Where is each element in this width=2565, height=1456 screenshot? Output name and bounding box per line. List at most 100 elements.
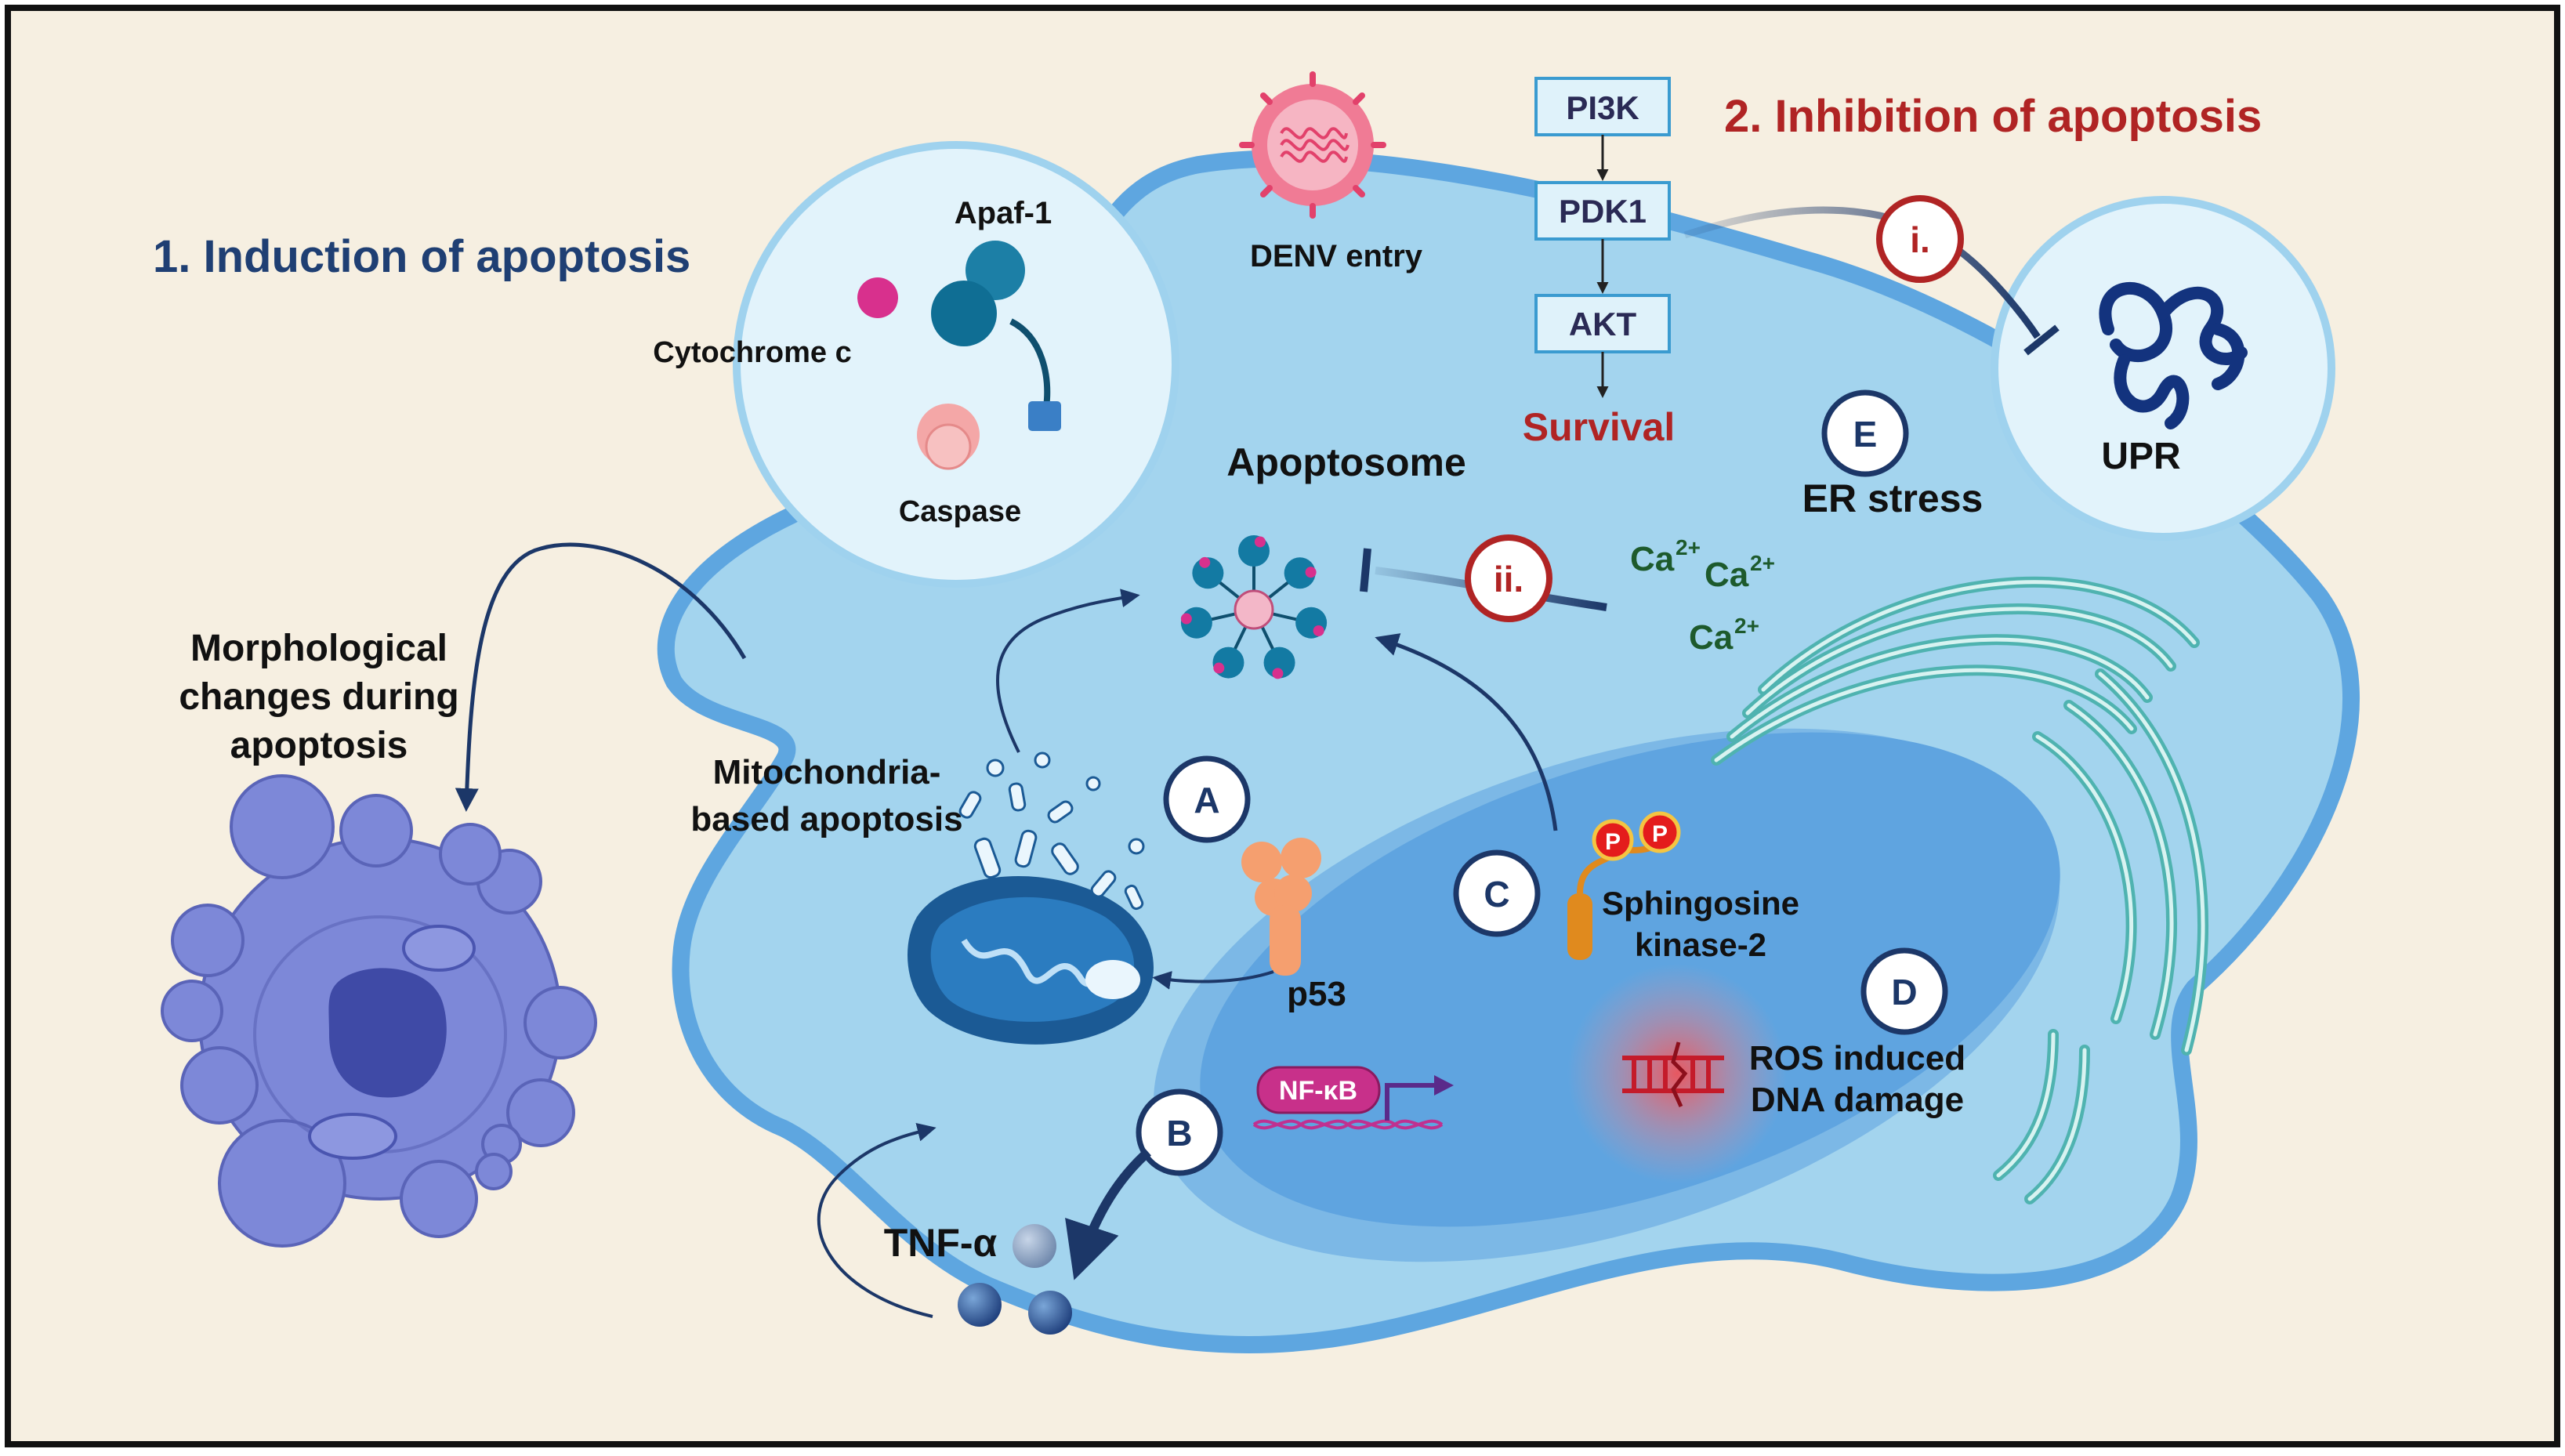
apoptotic-cell-organelles bbox=[253, 915, 507, 1160]
caspase-protein bbox=[917, 404, 980, 470]
cytochrome-c-dot bbox=[1213, 662, 1225, 674]
apaf1-label: Apaf-1 bbox=[955, 196, 1052, 230]
cytochrome-c-molecule bbox=[857, 277, 898, 318]
morphology-arrow bbox=[455, 542, 747, 812]
marker-a-label: A bbox=[1194, 780, 1219, 820]
ros-label: ROS induced DNA damage bbox=[1749, 1039, 1965, 1119]
cytochrome-c-dot bbox=[1180, 613, 1192, 625]
tnf-molecule-2 bbox=[958, 1283, 1002, 1327]
apoptosome-complex bbox=[1180, 535, 1328, 679]
marker-b-label: B bbox=[1166, 1113, 1192, 1154]
transcription-arrow-head bbox=[1434, 1075, 1454, 1096]
phospho-2-label: P bbox=[1652, 821, 1668, 847]
svg-text:ROS induced: ROS induced bbox=[1749, 1039, 1965, 1078]
p53-protein bbox=[1241, 838, 1321, 976]
inhibition-bar-ii bbox=[1360, 548, 1371, 592]
ros-glow bbox=[1567, 964, 1787, 1183]
svg-text:2+: 2+ bbox=[1750, 551, 1775, 575]
svg-text:DNA damage: DNA damage bbox=[1751, 1081, 1964, 1119]
nfkb-label: NF-κB bbox=[1279, 1076, 1357, 1106]
p53-to-mito-arrow bbox=[1152, 970, 1274, 990]
svg-text:changes during: changes during bbox=[179, 676, 458, 718]
svg-text:Sphingosine: Sphingosine bbox=[1602, 885, 1799, 922]
er-stress-label: ER stress bbox=[1802, 476, 1984, 520]
inhibition-bar-i bbox=[2023, 324, 2060, 356]
cytochrome-c-dot bbox=[1305, 567, 1317, 578]
induction-title: 1. Induction of apoptosis bbox=[153, 231, 690, 282]
tnf-label: TNF-α bbox=[884, 1221, 998, 1265]
survival-label: Survival bbox=[1523, 405, 1676, 449]
apaf1-protein bbox=[931, 241, 1061, 431]
pi3k-label: PI3K bbox=[1566, 89, 1639, 126]
pdk1-label: PDK1 bbox=[1559, 193, 1647, 230]
transcription-arrow bbox=[1385, 1083, 1438, 1121]
phospho-1-label: P bbox=[1605, 829, 1621, 855]
mito-to-apoptosome-arrow bbox=[995, 589, 1140, 753]
p53-label: p53 bbox=[1287, 975, 1346, 1013]
marker-d-label: D bbox=[1891, 972, 1917, 1012]
svg-text:Ca: Ca bbox=[1705, 556, 1749, 594]
calcium-ion-3: Ca 2+ bbox=[1689, 614, 1759, 657]
pi3k-box bbox=[1534, 77, 1671, 136]
inhibitor-ii-badge[interactable] bbox=[1465, 534, 1552, 622]
marker-d-badge[interactable] bbox=[1860, 947, 1948, 1035]
nfkb-pill bbox=[1256, 1066, 1381, 1114]
svg-text:Mitochondria-: Mitochondria- bbox=[713, 753, 941, 791]
apaf1-arm bbox=[1284, 557, 1316, 589]
cytochrome-c-dot bbox=[1254, 536, 1266, 548]
sphk-label: Sphingosine kinase-2 bbox=[1602, 885, 1799, 963]
dna-damage-icon bbox=[1622, 1041, 1724, 1108]
denv-entry-label: DENV entry bbox=[1250, 239, 1423, 273]
cytochrome-c-dot bbox=[1313, 625, 1324, 636]
tnf-molecule-3 bbox=[1028, 1291, 1072, 1335]
cytochrome-c-dot bbox=[1199, 556, 1211, 568]
inhibition-title: 2. Inhibition of apoptosis bbox=[1724, 91, 2262, 142]
inset-components-circle bbox=[733, 141, 1179, 588]
tnf-molecule-1 bbox=[1013, 1224, 1056, 1268]
apoptosome-label: Apoptosome bbox=[1226, 440, 1466, 484]
inhibitor-ii-label: ii. bbox=[1494, 559, 1523, 599]
marker-e-label: E bbox=[1853, 414, 1878, 455]
tnf-feedback-arrow bbox=[817, 1123, 937, 1318]
denv-virus-icon bbox=[1239, 71, 1386, 219]
calcium-ion-1: Ca 2+ bbox=[1630, 535, 1701, 578]
svg-text:Ca: Ca bbox=[1630, 540, 1675, 578]
upr-circle bbox=[1991, 196, 2335, 541]
marker-a-badge[interactable] bbox=[1163, 755, 1251, 843]
mitochondrion-icon bbox=[908, 875, 1154, 1045]
svg-text:2+: 2+ bbox=[1734, 614, 1759, 638]
nfkb-to-tnf-arrow bbox=[1065, 1148, 1151, 1280]
endoplasmic-reticulum-inner bbox=[1714, 580, 2205, 1201]
cytochrome-c-dot bbox=[1272, 668, 1284, 679]
morphology-label: Morphological changes during apoptosis bbox=[179, 628, 458, 766]
apaf1-arm bbox=[1263, 647, 1295, 679]
svg-text:Morphological: Morphological bbox=[190, 628, 447, 669]
calcium-ion-2: Ca 2+ bbox=[1705, 551, 1775, 594]
inhibitor-i-label: i. bbox=[1910, 219, 1930, 260]
marker-b-badge[interactable] bbox=[1136, 1088, 1223, 1176]
mito-label: Mitochondria- based apoptosis bbox=[690, 753, 962, 838]
apoptosome-hub bbox=[1234, 589, 1274, 630]
svg-text:based apoptosis: based apoptosis bbox=[690, 800, 962, 838]
unfolded-protein-icon bbox=[2099, 282, 2248, 429]
inhibitor-i-badge[interactable] bbox=[1876, 195, 1964, 283]
svg-text:Ca: Ca bbox=[1689, 618, 1734, 657]
svg-text:kinase-2: kinase-2 bbox=[1635, 926, 1766, 963]
cytochrome-c-label: Cytochrome c bbox=[653, 336, 851, 369]
upr-label: UPR bbox=[2101, 436, 2180, 477]
caspase-label: Caspase bbox=[899, 495, 1021, 528]
svg-text:apoptosis: apoptosis bbox=[230, 725, 408, 766]
sphk-to-apoptosome-arrow bbox=[1375, 633, 1558, 831]
sphingosine-kinase-icon bbox=[1567, 811, 1681, 960]
pi3k-pathway: PI3K PDK1 AKT Survival bbox=[1523, 77, 1676, 449]
mito-fragments bbox=[958, 752, 1145, 911]
akt-label: AKT bbox=[1569, 306, 1637, 342]
dna-strand bbox=[1252, 1119, 1444, 1130]
apaf1-arm bbox=[1212, 647, 1244, 679]
svg-text:2+: 2+ bbox=[1676, 535, 1701, 560]
marker-c-badge[interactable] bbox=[1453, 849, 1541, 937]
marker-e-badge[interactable] bbox=[1821, 389, 1909, 477]
marker-c-label: C bbox=[1484, 874, 1509, 915]
